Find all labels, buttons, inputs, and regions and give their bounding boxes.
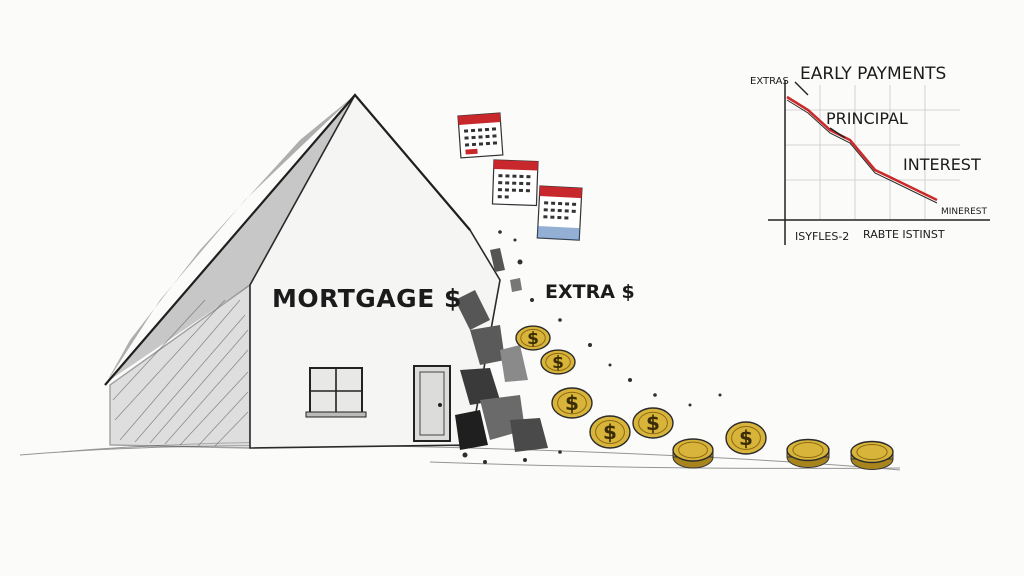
extra-label: EXTRA $ [545, 281, 635, 303]
coin-icon: $ [632, 407, 674, 439]
chart-grid [785, 85, 960, 220]
coin-dollar-sign: $ [552, 353, 564, 373]
coin-icon [850, 440, 894, 470]
coin-dollar-sign: $ [565, 391, 579, 415]
coin-icon: $ [551, 387, 593, 419]
side-hatching [112, 299, 249, 447]
house-door [413, 365, 451, 442]
chart-principal-label: PRINCIPAL [826, 109, 908, 128]
chart-bottom-right-label: RABTE ISTINST [863, 228, 945, 241]
coin-icon: $ [515, 325, 551, 351]
mortgage-label: MORTGAGE $ [272, 284, 462, 313]
coin-icon [672, 438, 714, 469]
chart-right-label: MINEREST [941, 207, 987, 217]
roof-outline [104, 93, 471, 386]
coin-trail: $$$$$$ [515, 325, 894, 470]
coin-dollar-sign: $ [739, 426, 753, 450]
coin-dollar-sign: $ [646, 411, 660, 435]
coin-icon: $ [589, 415, 631, 449]
coin-icon [786, 438, 830, 468]
calendar-icon [536, 185, 583, 241]
calendar-icon [491, 159, 539, 207]
coin-dollar-sign: $ [603, 420, 617, 444]
calendar-icon [457, 112, 504, 159]
coin-icon: $ [725, 421, 767, 455]
house-sketch [104, 93, 501, 449]
early-payments-chart [768, 80, 990, 245]
calendar-group [457, 112, 583, 241]
chart-corner-label: EXTRAS [750, 76, 789, 87]
chart-title: EARLY PAYMENTS [800, 64, 947, 84]
chart-interest-label: INTEREST [903, 155, 981, 174]
chart-trend-line [786, 95, 938, 202]
coin-dollar-sign: $ [527, 329, 539, 349]
house-window [305, 367, 367, 418]
chart-trend-shadow [786, 99, 938, 204]
coin-icon: $ [540, 349, 576, 375]
crumbling-rubble [455, 230, 722, 464]
chart-bottom-left-label: ISYFLES-2 [795, 230, 850, 243]
